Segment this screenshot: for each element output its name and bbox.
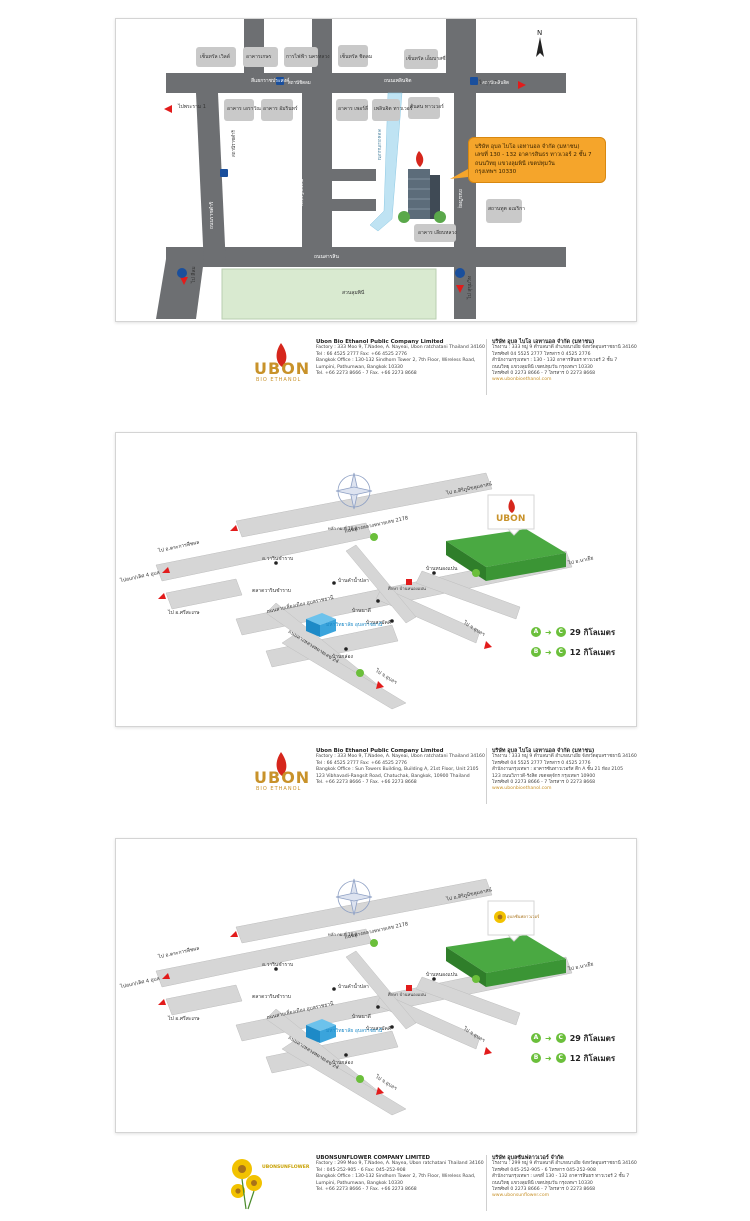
bts-icon xyxy=(470,77,478,85)
arrow-sukhumvit-icon xyxy=(518,81,526,89)
ubon-map-graphic: UBON xyxy=(155,472,573,710)
bangkok-map-graphic: N xyxy=(156,19,566,320)
road-label: ถนนสารสิน xyxy=(314,254,339,260)
marker-b xyxy=(370,939,378,947)
building-label: การไฟฟ้า นครหลวง xyxy=(286,54,330,60)
building-label: เซ็นทรัล ชิดลม xyxy=(340,54,373,60)
university-icon xyxy=(306,613,336,637)
website-link[interactable]: www.ubonbioethanol.com xyxy=(492,377,552,383)
sunflower-map-graphic xyxy=(155,878,573,1116)
canal xyxy=(369,92,403,232)
marker-c xyxy=(472,569,480,577)
university-icon xyxy=(306,1019,336,1043)
station-label: สถานีชิดลม xyxy=(288,81,311,86)
company-info-en: Ubon Bio Ethanol Public Company Limited … xyxy=(316,339,485,377)
mrt-icon xyxy=(455,268,465,278)
building-label: อาคารเกษร xyxy=(246,54,272,60)
building-label: สถานทูต อเมริกา xyxy=(488,206,525,212)
bts-icon xyxy=(276,77,284,85)
legend-a-to-c: A ➜ C 29 กิโลเมตร xyxy=(531,625,615,639)
mrt-icon xyxy=(177,268,187,278)
road-label: สีแยกราชประสงค์ xyxy=(251,78,290,84)
canal-label: คลองแสนแสบ xyxy=(376,129,382,160)
park-label: สวนลุมพินี xyxy=(342,290,365,296)
building-label: เซ็นทรัล เอ็มบาสซี่ xyxy=(406,56,446,62)
road-label: ถนนราชดำริ xyxy=(209,201,215,230)
direction-label: ไป สีลม xyxy=(191,266,197,283)
direction-label: ไปพระราม 1 xyxy=(178,104,206,110)
ubon-logo: UBON BIO ETHANOL xyxy=(250,748,310,806)
sunflower-logo: UBONSUNFLOWER xyxy=(228,1155,310,1213)
building-label: อาคาร อัมรินทร์ xyxy=(263,106,298,112)
website-link[interactable]: www.ubonbioethanol.com xyxy=(492,786,552,792)
station-label: สถานีราชดำริ xyxy=(232,130,237,157)
legend-b-to-c: B ➜ C 12 กิโลเมตร xyxy=(531,645,615,659)
ubon-flame-icon xyxy=(416,151,424,167)
compass-rose-icon xyxy=(335,472,373,510)
building-label: เพลินจิต ทาวเวอร์ xyxy=(374,106,413,112)
witthayu-road xyxy=(454,19,476,319)
sunflower-icon xyxy=(231,1159,262,1210)
legend-b-to-c: B ➜ C 12 กิโลเมตร xyxy=(531,1051,615,1065)
road-label: ถนนเพลินจิต xyxy=(384,78,412,84)
ubon-logo-text: UBON xyxy=(496,514,525,524)
sunflower-tag-text: อุบลซันฟลาวเวอร์ xyxy=(507,914,540,919)
arrow-rama1-icon xyxy=(164,105,172,113)
company-info-th: บริษัท อุบล ไบโอ เอทานอล จำกัด (มหาชน) โ… xyxy=(492,339,637,383)
company-footer-ubon: UBON BIO ETHANOL Ubon Bio Ethanol Public… xyxy=(250,339,637,397)
company-info-th: บริษัท อุบลซันฟลาวเวอร์ จำกัด โรงงาน : 2… xyxy=(492,1155,637,1199)
station-label: สถานีเพลินจิต xyxy=(482,81,509,86)
flame-icon xyxy=(276,752,287,776)
road-label: ซอยหลังสวน xyxy=(298,179,304,207)
flame-icon xyxy=(276,343,287,367)
company-info-th: บริษัท อุบล ไบโอ เอทานอล จำกัด (มหาชน) โ… xyxy=(492,748,637,792)
company-info-en: UBONSUNFLOWER COMPANY LIMITED Factory : … xyxy=(316,1155,484,1193)
compass-rose-icon xyxy=(335,878,373,916)
company-info-en: Ubon Bio Ethanol Public Company Limited … xyxy=(316,748,485,786)
sarasin-road xyxy=(166,247,566,267)
building-label: ต้นสน ทาวเวอร์ xyxy=(410,104,444,110)
road-label: ถนนวิทยุ xyxy=(457,189,463,208)
website-link[interactable]: www.ubonsunflower.com xyxy=(492,1193,550,1199)
marker-a xyxy=(356,1075,364,1083)
company-footer-sunflower: UBONSUNFLOWER UBONSUNFLOWER COMPANY LIMI… xyxy=(228,1155,637,1213)
north-arrow-icon: N xyxy=(536,29,544,57)
ubon-factory-map: UBON ไ xyxy=(115,432,637,727)
office-building xyxy=(398,169,446,223)
marker-a xyxy=(356,669,364,677)
marker-c xyxy=(472,975,480,983)
building-label: เซ็นทรัล เวิลด์ xyxy=(200,54,230,60)
svg-text:N: N xyxy=(537,29,542,37)
marker-b xyxy=(370,533,378,541)
building-label: อาคาร เลียบหลวง xyxy=(418,230,457,236)
building-label: อาคาร เอราวัณ xyxy=(227,106,261,112)
company-footer-ubon-2: UBON BIO ETHANOL Ubon Bio Ethanol Public… xyxy=(250,748,637,806)
ubon-logo: UBON BIO ETHANOL xyxy=(250,339,310,397)
school-icon xyxy=(406,579,412,585)
direction-label: ไปสุขุมวิท xyxy=(479,80,501,86)
bangkok-office-map: N สีแยกราชประสงค์ ถนนเพลินจิต ถนนราชดำริ… xyxy=(115,18,637,322)
school-icon xyxy=(406,985,412,991)
ratchadamri-road xyxy=(196,93,226,267)
direction-label: ไป สุขุมวิท xyxy=(467,275,473,299)
factory-site xyxy=(446,529,566,581)
ubon-sunflower-map: อุบลซันฟลาวเวอร์ ไป อ.ตระการพืชผล ไป อ.ศ… xyxy=(115,838,637,1133)
flame-icon xyxy=(508,499,515,513)
office-address-callout: บริษัท อุบล ไบโอ เอทานอล จำกัด (มหาชน) เ… xyxy=(468,137,606,183)
bts-icon xyxy=(220,169,228,177)
building-label: อาคาร เพอร์ลี่ xyxy=(338,106,368,112)
lumpini-park xyxy=(221,268,437,320)
legend-a-to-c: A ➜ C 29 กิโลเมตร xyxy=(531,1031,615,1045)
